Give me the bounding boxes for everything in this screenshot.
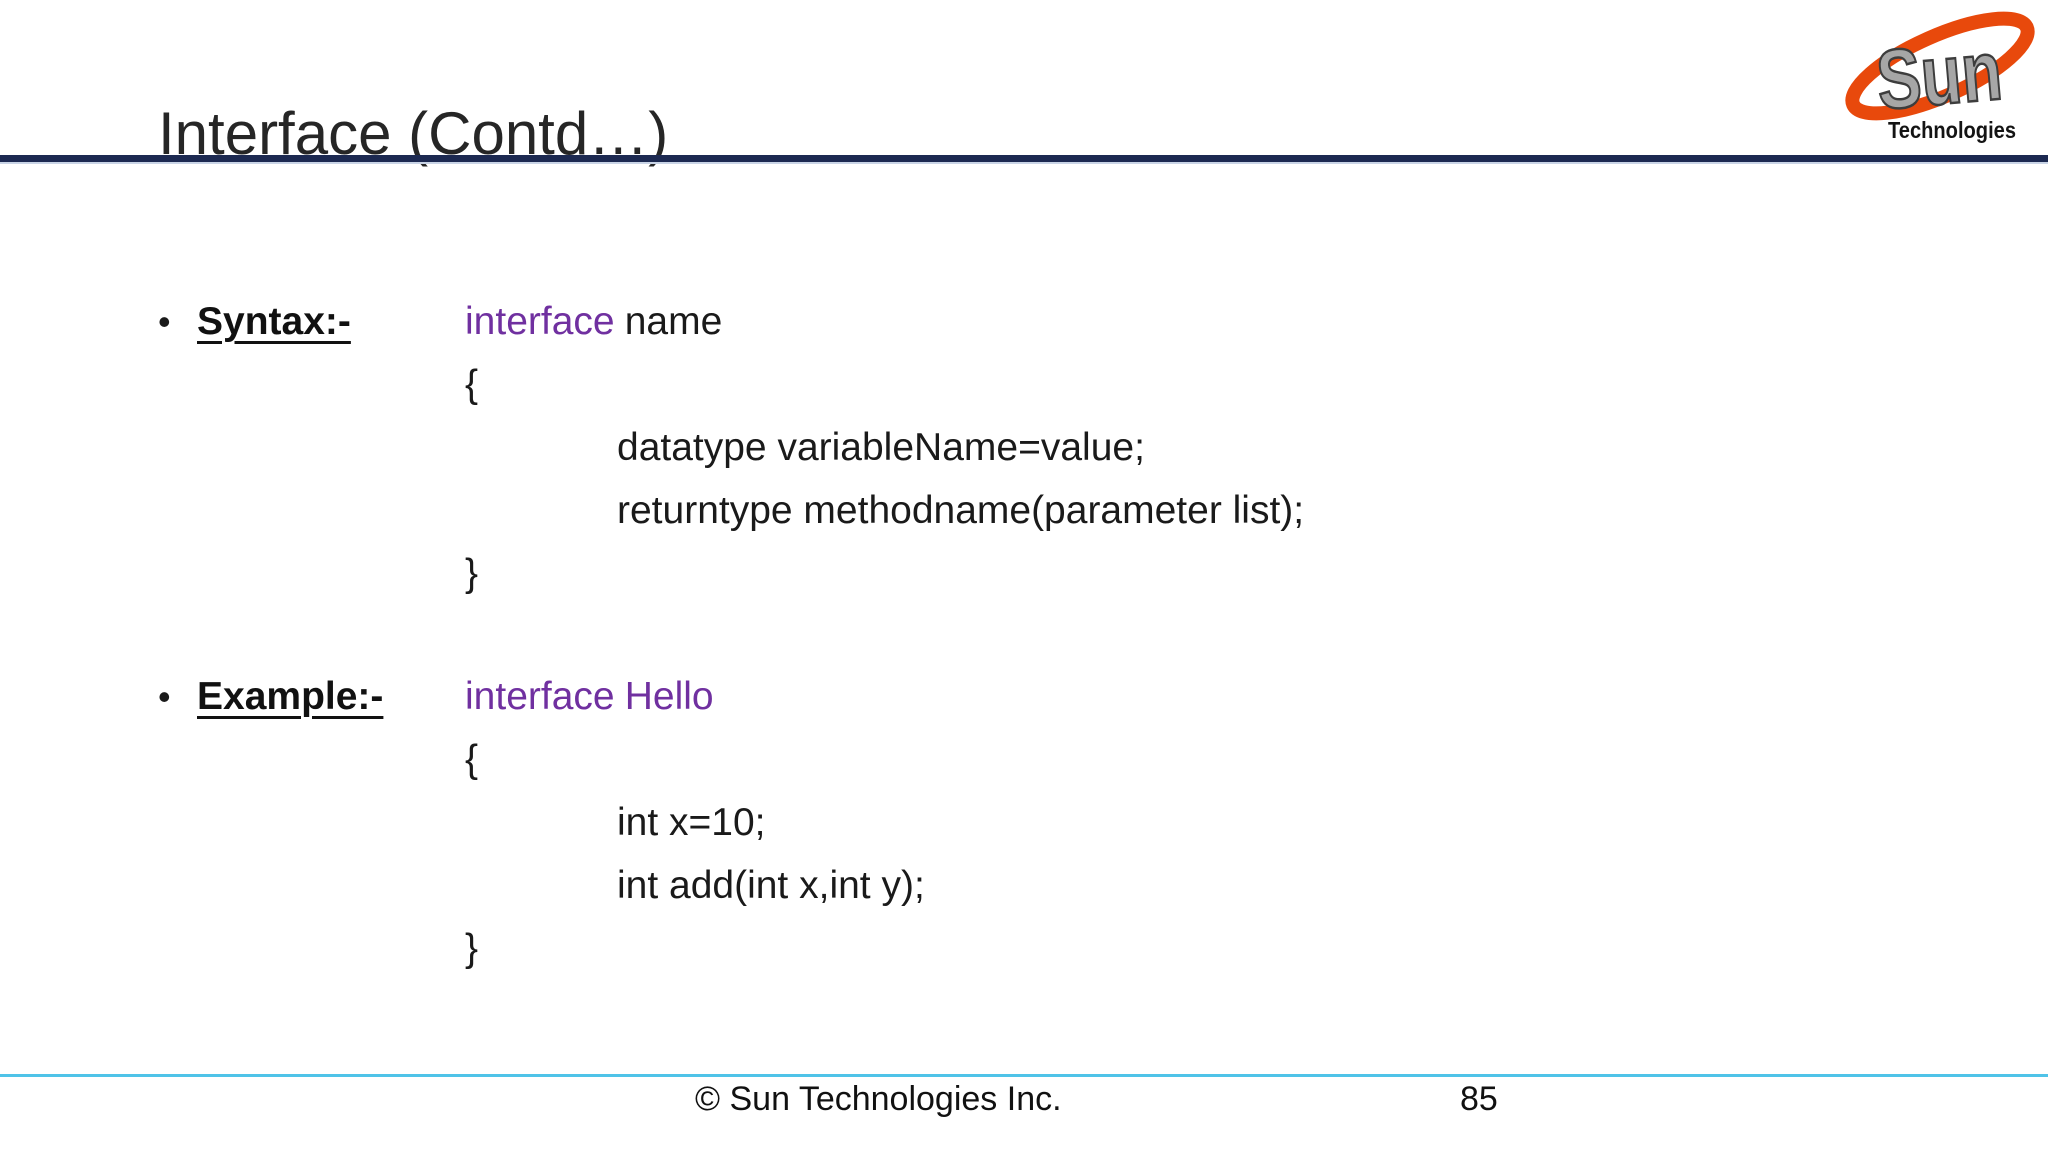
bullet-marker: • [158, 301, 171, 342]
logo-orange-ellipse [1845, 11, 2035, 121]
close-brace: } [465, 927, 479, 970]
code-line-close-brace: } [150, 917, 1650, 980]
footer-divider [0, 1074, 2048, 1077]
code-line-method: returntype methodname(parameter list); [150, 479, 1650, 542]
syntax-label: Syntax:- [197, 300, 351, 343]
keyword-interface: interface [465, 300, 615, 343]
code-line-variable: int x=10; [150, 791, 1650, 854]
open-brace: { [465, 738, 479, 781]
variable-declaration: int x=10; [617, 801, 766, 844]
code-line-open-brace: { [150, 728, 1650, 791]
logo-brand-text: Sun [1873, 23, 2006, 128]
interface-name: name [624, 300, 723, 343]
method-declaration: int add(int x,int y); [617, 864, 925, 907]
logo-swoosh-icon: Sun Technologies [1845, 11, 2035, 143]
interface-name: Hello [624, 675, 714, 718]
open-brace: { [465, 363, 479, 406]
footer-copyright: © Sun Technologies Inc. [695, 1080, 1062, 1118]
code-line-variable: datatype variableName=value; [150, 416, 1650, 479]
page-number: 85 [1460, 1080, 1498, 1118]
code-line-open-brace: { [150, 353, 1650, 416]
sun-technologies-logo: Sun Technologies [1840, 4, 2044, 148]
title-divider [0, 155, 2048, 164]
code-line-close-brace: } [150, 542, 1650, 605]
code-line-method: int add(int x,int y); [150, 854, 1650, 917]
example-label: Example:- [197, 675, 384, 718]
method-declaration: returntype methodname(parameter list); [617, 489, 1305, 532]
variable-declaration: datatype variableName=value; [617, 426, 1145, 469]
bullet-marker: • [158, 676, 171, 717]
page-title: Interface (Contd…) [158, 100, 669, 168]
keyword-interface: interface [465, 675, 615, 718]
logo-tagline-text: Technologies [1888, 117, 2016, 143]
close-brace: } [465, 552, 479, 595]
